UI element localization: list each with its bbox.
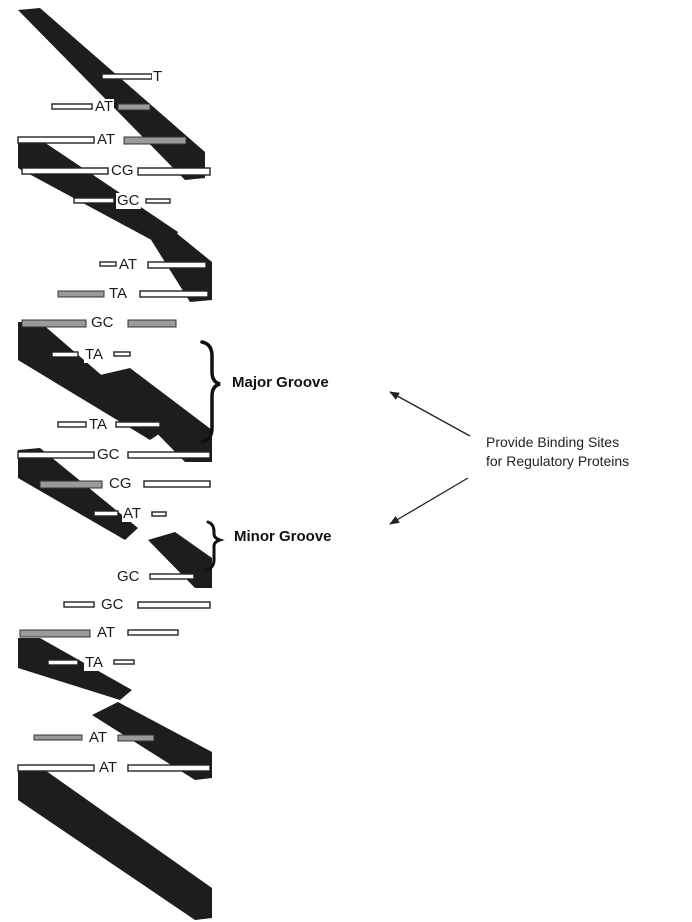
rung-1 [101,73,153,80]
base-pair-label: AT [94,98,115,115]
rung-3 [17,136,95,144]
major-groove-label: Major Groove [232,374,329,391]
minor-groove-label: Minor Groove [234,528,332,545]
rung-16 [19,629,91,638]
binding-sites-note: Provide Binding Sites for Regulatory Pro… [486,433,629,471]
major-groove-arrow [389,391,471,437]
rung-19b [127,764,211,772]
rung-18b [117,734,155,742]
base-pair-label: AT [122,505,143,522]
rung-9 [51,351,79,358]
rung-5 [73,197,115,204]
base-pair-label: GC [96,446,121,463]
base-pair-label: CG [110,162,135,179]
base-pair-label: GC [100,596,125,613]
minor-groove-arrow [389,477,469,525]
rung-12 [39,480,103,489]
rung-8b [127,319,177,328]
binding-sites-note-line-1: Provide Binding Sites [486,434,620,450]
base-pair-label: TA [84,346,105,363]
rung-13b [151,511,167,517]
rung-7 [57,290,105,298]
base-pair-label: AT [96,624,117,641]
rung-6 [99,261,117,267]
rung-11 [17,451,95,459]
rung-8 [21,319,87,328]
rung-15 [63,601,95,608]
backbone-strand-8 [18,638,132,700]
base-pair-label: GC [116,192,141,209]
base-pair-label: GC [116,568,141,585]
base-pair-label: TA [88,416,109,433]
rung-2 [51,103,93,110]
rung-16b [127,629,179,636]
rung-3b [123,136,187,145]
rung-18 [33,734,83,741]
base-pair-label: T [152,68,164,85]
rung-4 [21,167,109,175]
rung-9b [113,351,131,357]
base-pair-label: TA [84,654,105,671]
rung-19 [17,764,95,772]
binding-sites-note-line-2: for Regulatory Proteins [486,453,630,469]
rung-17b [113,659,135,665]
rung-15b [137,601,211,609]
base-pair-label: CG [108,475,133,492]
rung-2b [117,103,151,111]
base-pair-label: AT [88,729,109,746]
backbone-strand-7 [148,532,212,588]
rung-7b [139,290,209,298]
rung-14 [149,573,195,580]
base-pair-label: TA [108,285,129,302]
rung-11b [127,451,211,459]
rung-17 [47,659,79,666]
backbone-strand-5 [100,368,212,462]
base-pair-label: AT [98,759,119,776]
backbone-strand-6 [18,448,138,540]
major-groove-brace [200,340,221,444]
backbone-strand-10 [18,768,212,920]
rung-12b [143,480,211,488]
minor-groove-brace [204,520,225,572]
base-pair-rungs [17,73,211,772]
rung-5b [145,198,171,204]
rung-10b [115,421,161,428]
backbone-strand-2 [18,138,178,250]
base-pair-label: AT [118,256,139,273]
rung-13 [93,510,119,517]
base-pair-label: GC [90,314,115,331]
base-pair-label: AT [96,131,117,148]
rung-4b [137,167,211,176]
rung-10 [57,421,87,428]
rung-6b [147,261,207,269]
